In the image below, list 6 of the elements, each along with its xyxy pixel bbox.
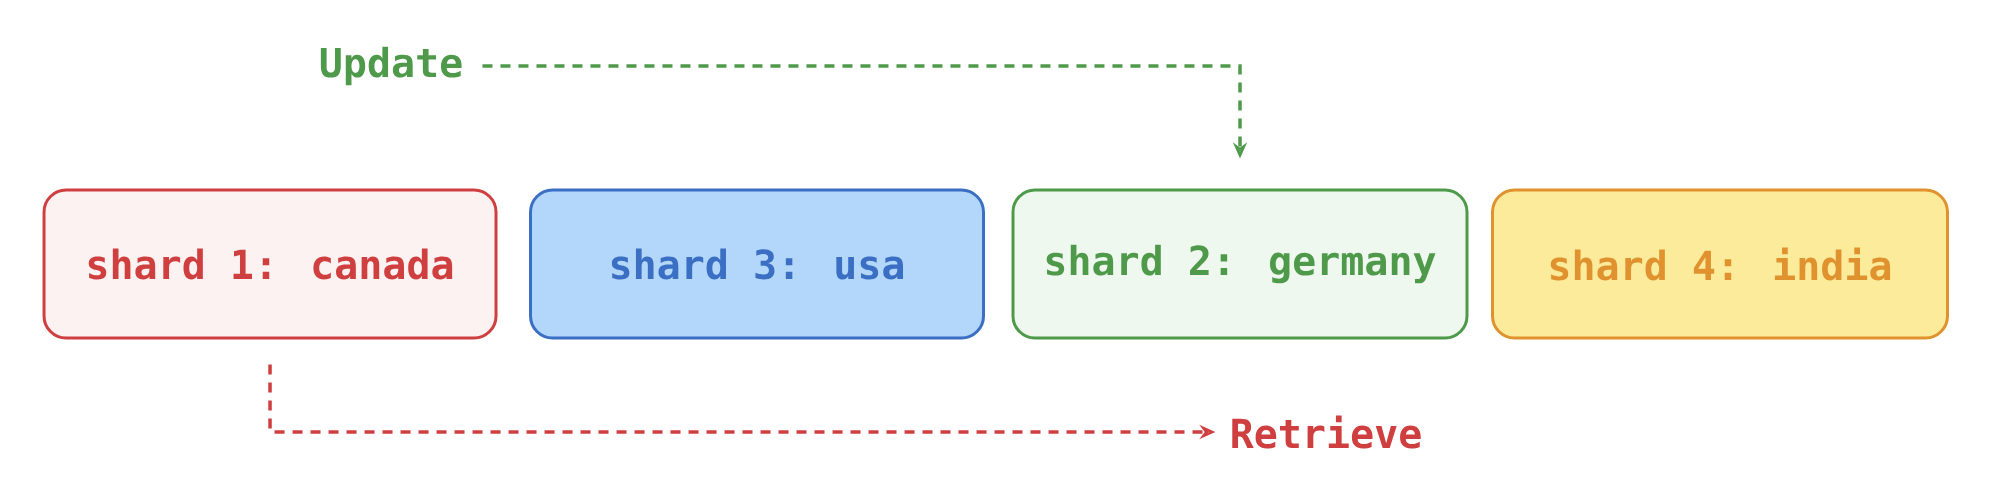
action-label: Update [320,46,462,86]
shard-box: shard 4: india [1491,188,1949,340]
shard-box: shard 3: usa [529,188,985,340]
shard-box: shard 2: germany [1011,188,1469,340]
shard-box: shard 1: canada [42,188,498,340]
action-label: Retrieve [1232,415,1421,449]
